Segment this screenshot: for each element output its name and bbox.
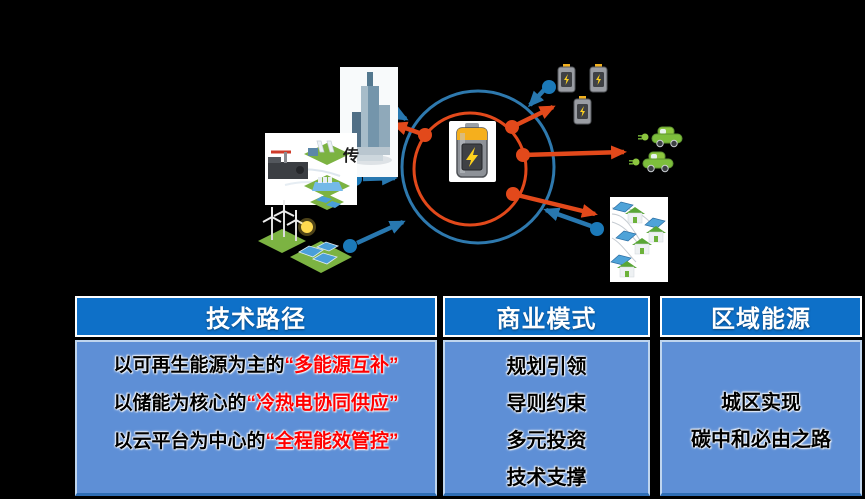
- input-arrow-plant: [362, 171, 398, 186]
- input-arrows: [356, 88, 592, 246]
- regional-item-1: 城区实现: [721, 392, 801, 414]
- output-arrow-storage: [511, 104, 556, 130]
- battery-icon: [557, 64, 576, 93]
- house-icon: [617, 261, 637, 278]
- node-out-ul: [418, 128, 432, 142]
- regional-energy-header: 区域能源: [660, 296, 862, 337]
- panel-tech-path: 技术路径 以可再生能源为主的“多能源互补” 以储能为核心的“冷热电协同供应” 以…: [75, 296, 437, 497]
- node-renewables: [343, 239, 357, 253]
- power-plant-image: 传: [265, 133, 359, 205]
- output-arrow-homes: [512, 191, 598, 218]
- orange-connection-nodes: [418, 120, 530, 201]
- partial-energy-label: 传: [342, 146, 359, 165]
- tech-line-3-highlight: “全程能效管控”: [265, 431, 399, 452]
- central-battery-icon: [449, 121, 496, 182]
- electric-car-icon: [638, 126, 683, 148]
- house-icon: [646, 226, 666, 243]
- input-arrow-storage: [527, 88, 546, 108]
- input-arrow-renewables: [356, 219, 406, 246]
- tech-line-3-prefix: 以云平台为中心的: [113, 431, 266, 452]
- tech-path-header: 技术路径: [75, 296, 437, 337]
- business-item-3: 多元投资: [506, 430, 587, 452]
- outer-energy-loop-circle: [400, 89, 556, 245]
- node-out-lr: [506, 187, 520, 201]
- battery-storage-icons: [557, 64, 608, 125]
- ev-cars-image: [629, 126, 683, 173]
- node-storage: [542, 80, 556, 94]
- node-out-ur: [505, 120, 519, 134]
- business-item-4: 技术支撑: [506, 467, 587, 489]
- node-homes: [590, 222, 604, 236]
- regional-item-2: 碳中和必由之路: [691, 429, 831, 451]
- electric-car-icon: [629, 151, 674, 173]
- tech-line-1-prefix: 以可再生能源为主的: [113, 355, 285, 376]
- tech-line-1-highlight: “多能源互补”: [284, 355, 399, 376]
- smart-homes-image: [610, 197, 668, 282]
- house-icon: [632, 238, 652, 255]
- inner-energy-loop-circle: [412, 111, 528, 227]
- business-item-1: 规划引领: [506, 356, 587, 378]
- battery-icon: [573, 96, 592, 125]
- tech-line-2: 以储能为核心的“冷热电协同供应”: [77, 385, 435, 423]
- regional-energy-body: 城区实现 碳中和必由之路: [660, 340, 862, 496]
- business-model-header: 商业模式: [443, 296, 650, 337]
- renewables-image: [258, 194, 352, 273]
- battery-icon: [589, 64, 608, 93]
- output-arrows: [391, 104, 627, 218]
- panel-regional-energy: 区域能源 城区实现 碳中和必由之路: [660, 296, 862, 497]
- tech-line-2-prefix: 以储能为核心的: [113, 393, 247, 414]
- tech-line-3: 以云平台为中心的“全程能效管控”: [77, 423, 435, 461]
- tech-path-body: 以可再生能源为主的“多能源互补” 以储能为核心的“冷热电协同供应” 以云平台为中…: [75, 340, 437, 496]
- tech-line-1: 以可再生能源为主的“多能源互补”: [77, 347, 435, 385]
- energy-flow-diagram: 传: [258, 64, 683, 282]
- house-icon: [625, 207, 645, 224]
- tech-line-2-highlight: “冷热电协同供应”: [246, 393, 399, 414]
- node-out-r: [516, 148, 530, 162]
- input-arrow-homes: [543, 207, 592, 229]
- solar-panel-icon: [610, 201, 666, 266]
- business-item-2: 导则约束: [506, 393, 587, 415]
- output-arrow-ev: [522, 145, 627, 160]
- panel-business-model: 商业模式 规划引领 导则约束 多元投资 技术支撑: [443, 296, 650, 497]
- business-model-body: 规划引领 导则约束 多元投资 技术支撑: [443, 340, 650, 496]
